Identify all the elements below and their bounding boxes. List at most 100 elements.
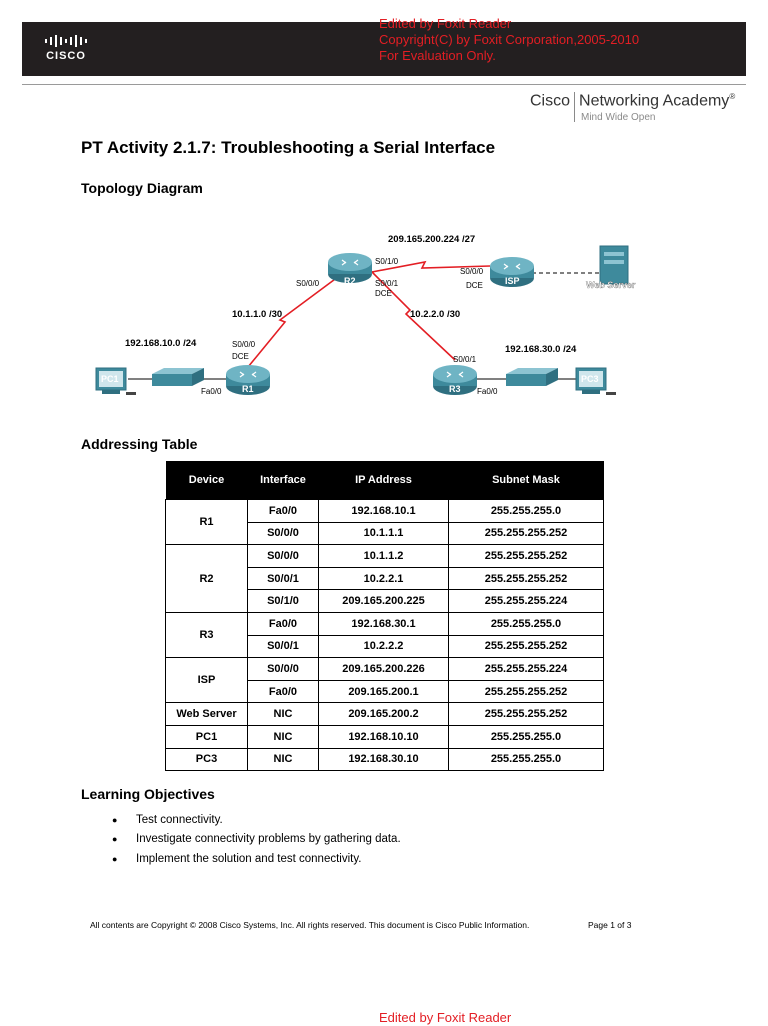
net-label-lan3: 192.168.30.0 /24 (505, 344, 577, 355)
net-label-r1r2: 10.1.1.0 /30 (232, 309, 282, 320)
mask-cell: 255.255.255.252 (448, 544, 604, 568)
if-label-isp-s000: S0/0/0 (460, 267, 484, 276)
mask-cell: 255.255.255.224 (448, 657, 604, 681)
pc3-icon[interactable]: PC3 (575, 367, 616, 395)
ip-cell: 209.165.200.225 (318, 589, 449, 613)
device-cell: R3 (165, 611, 248, 659)
router-r3-label: R3 (449, 384, 461, 394)
mask-cell: 255.255.255.224 (448, 589, 604, 613)
watermark-line: Copyright(C) by Foxit Corporation,2005-2… (379, 32, 640, 47)
list-item: ●Investigate connectivity problems by ga… (112, 830, 401, 850)
ip-cell: 10.1.1.2 (318, 544, 449, 568)
router-r2-label: R2 (344, 276, 356, 286)
router-r1[interactable]: R1 (226, 365, 270, 395)
mask-cell: 255.255.255.252 (448, 679, 604, 704)
mask-cell: 255.255.255.0 (448, 499, 604, 523)
objective-text: Investigate connectivity problems by gat… (136, 833, 401, 846)
objective-text: Implement the solution and test connecti… (136, 852, 362, 865)
foxit-watermark: Edited by Foxit Reader Copyright(C) by F… (379, 16, 639, 64)
net-label-lan1: 192.168.10.0 /24 (125, 338, 197, 349)
interface-cell: S0/0/1 (247, 634, 319, 659)
device-cell: R1 (165, 498, 248, 546)
if-label-r1-fa: Fa0/0 (201, 387, 222, 396)
serial-link-r2-r3 (369, 269, 456, 361)
net-label-r2r3: 10.2.2.0 /30 (410, 309, 460, 320)
mask-cell: 255.255.255.0 (448, 747, 604, 772)
interface-cell: S0/0/1 (247, 566, 319, 591)
ip-cell: 10.2.2.1 (318, 566, 449, 591)
router-isp[interactable]: ISP (490, 257, 534, 287)
brand-cisco: Cisco (530, 92, 571, 110)
device-cell: R2 (165, 544, 248, 613)
header-banner (22, 22, 746, 76)
foxit-watermark-bottom: Edited by Foxit Reader (379, 1010, 512, 1025)
if-label-r2-s010: S0/1/0 (375, 257, 399, 266)
pc1-icon[interactable]: PC1 (95, 367, 136, 395)
web-server-icon[interactable]: Web Server (586, 245, 636, 290)
if-label-r3-fa: Fa0/0 (477, 387, 498, 396)
interface-cell: S0/0/0 (247, 544, 319, 568)
pc3-label: PC3 (581, 374, 599, 384)
interface-cell: S0/1/0 (247, 589, 319, 613)
device-cell: Web Server (165, 702, 248, 726)
mask-cell: 255.255.255.0 (448, 724, 604, 749)
footer-copyright: All contents are Copyright © 2008 Cisco … (90, 920, 530, 930)
list-item: ●Test connectivity. (112, 810, 401, 830)
net-label-isp: 209.165.200.224 /27 (388, 234, 475, 245)
if-label-r2-s001: S0/0/1 (375, 279, 399, 288)
objectives-heading: Learning Objectives (81, 786, 215, 802)
addressing-heading: Addressing Table (81, 436, 198, 452)
header-divider (22, 84, 746, 85)
ip-cell: 192.168.30.1 (318, 611, 449, 636)
interface-cell: NIC (247, 747, 319, 772)
interface-cell: NIC (247, 702, 319, 726)
academy-tagline: Mind Wide Open (581, 112, 656, 123)
page-title: PT Activity 2.1.7: Troubleshooting a Ser… (81, 138, 496, 157)
router-r3[interactable]: R3 (433, 365, 477, 395)
list-item: ● Implement the solution and test connect… (112, 849, 401, 869)
switch-lan3[interactable] (506, 368, 558, 386)
ip-cell: 10.2.2.2 (318, 634, 449, 659)
router-isp-label: ISP (505, 276, 520, 286)
objective-text: Test connectivity. (136, 813, 223, 826)
web-server-label: Web Server (586, 280, 636, 290)
if-label-r1-s000: S0/0/0 (232, 340, 256, 349)
cisco-bars-icon (36, 34, 96, 48)
ip-cell: 10.1.1.1 (318, 521, 449, 546)
topology-diagram: R2 ISP R1 R3 PC1 (95, 234, 636, 396)
device-cell: PC1 (165, 724, 248, 749)
serial-link-r1-r2 (247, 267, 351, 368)
page-number: Page 1 of 3 (588, 920, 632, 930)
router-r2[interactable]: R2 (328, 253, 372, 286)
switch-lan1[interactable] (152, 368, 204, 386)
interface-cell: S0/0/0 (247, 521, 319, 546)
device-cell: ISP (165, 657, 248, 704)
serial-link-r2-isp (371, 260, 491, 273)
addressing-table: Device Interface IP Address Subnet Mask … (165, 461, 604, 772)
router-r1-label: R1 (242, 384, 254, 394)
ip-cell: 209.165.200.226 (318, 657, 449, 681)
interface-cell: S0/0/0 (247, 657, 319, 681)
ip-cell: 192.168.10.10 (318, 724, 449, 749)
column-header: Device (165, 461, 248, 500)
table-header-row: Device Interface IP Address Subnet Mask (165, 461, 604, 500)
if-label-r1-dce: DCE (232, 352, 249, 361)
pc1-label: PC1 (101, 374, 119, 384)
ip-cell: 209.165.200.1 (318, 679, 449, 704)
if-label-r3-s001: S0/0/1 (453, 355, 477, 364)
ip-cell: 192.168.30.10 (318, 747, 449, 772)
bullet-icon: ● (112, 853, 118, 864)
objectives-list: ●Test connectivity. ●Investigate connect… (112, 810, 401, 869)
